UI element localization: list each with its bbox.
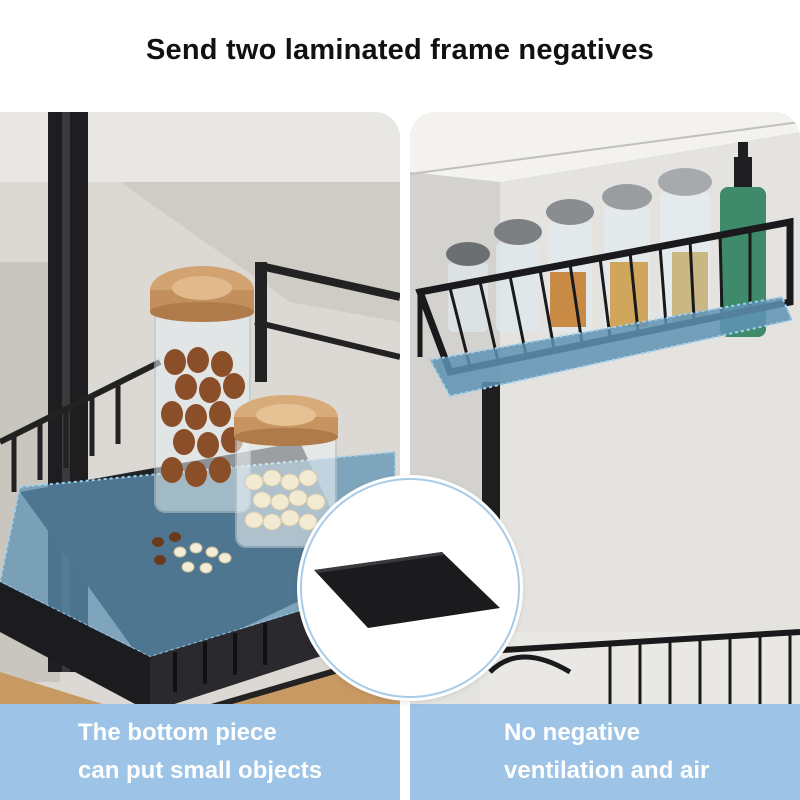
left-caption-line-1: The bottom piece <box>78 719 277 746</box>
left-caption-line-2: can put small objects <box>78 757 323 784</box>
right-product-photo: No negative ventilation and air <box>410 112 800 800</box>
headline: Send two laminated frame negatives <box>146 34 654 66</box>
left-product-photo: The bottom piece can put small objects <box>0 112 400 800</box>
mat-sheet-inset <box>300 478 520 698</box>
left-scene-illustration <box>0 112 400 800</box>
right-caption-line-1: No negative <box>504 719 641 746</box>
right-caption: No negative ventilation and air <box>410 704 800 800</box>
right-scene-illustration <box>410 112 800 800</box>
left-caption: The bottom piece can put small objects <box>0 704 400 800</box>
right-caption-line-2: ventilation and air <box>504 757 710 784</box>
black-mat-sheet-icon <box>314 552 500 628</box>
